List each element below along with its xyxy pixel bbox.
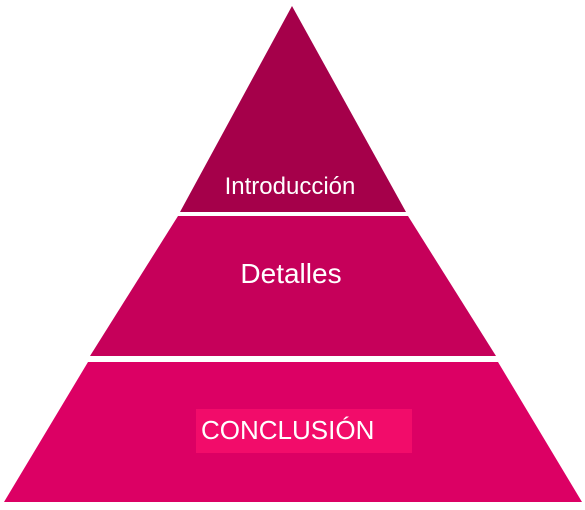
pyramid-tier-detalles — [90, 216, 496, 356]
label-introduccion: Introducción — [225, 173, 356, 200]
conclusion-label-highlight — [196, 409, 412, 453]
label-detalles: Detalles — [240, 258, 341, 289]
pyramid-tier-introduccion — [180, 6, 406, 212]
label-conclusion: CONCLUSIÓN — [201, 415, 374, 445]
